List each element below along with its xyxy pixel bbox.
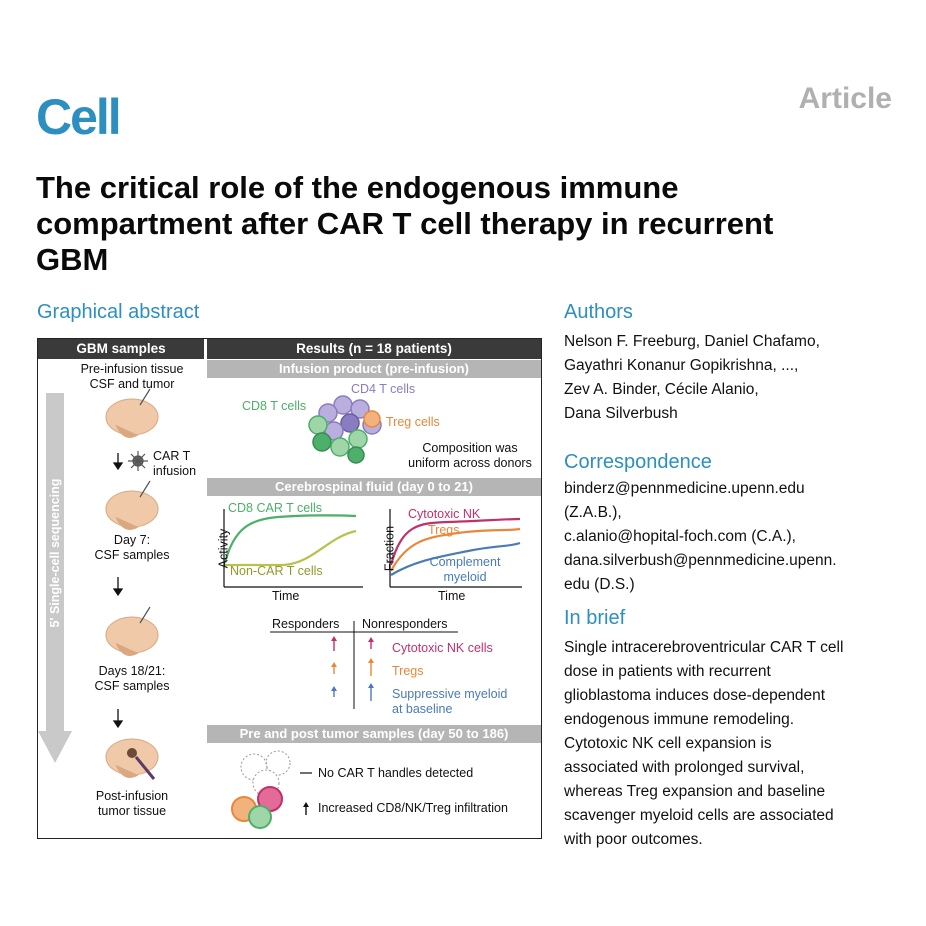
authors-line3: Zev A. Binder, Cécile Alanio,: [564, 381, 759, 398]
treg-curve: [390, 527, 521, 572]
pre-infusion-label: Pre-infusion tissue CSF and tumor: [62, 362, 202, 392]
article-type-label: Article: [798, 82, 892, 115]
tumor-samples-header: Pre and post tumor samples (day 50 to 18…: [207, 725, 541, 743]
nonresponders-header: Nonresponders: [362, 617, 448, 631]
journal-logo: Cell: [36, 89, 122, 145]
in-brief-line: whereas Treg expansion and baseline: [564, 783, 826, 800]
composition-note-line2: uniform across donors: [408, 456, 532, 470]
in-brief-line: glioblastoma induces dose-dependent: [564, 687, 826, 704]
authors-line4: Dana Silverbush: [564, 405, 678, 422]
authors-heading: Authors: [564, 301, 633, 323]
pre-infusion-line1: Pre-infusion tissue: [80, 362, 184, 376]
myeloid-line2: myeloid: [443, 570, 487, 584]
myeloid-row-line1: Suppressive myeloid: [392, 687, 508, 701]
car-t-infusion-label: CAR T infusion: [153, 449, 196, 479]
car-t-line2: infusion: [153, 464, 197, 478]
authors-list: Nelson F. Freeburg, Daniel Chafamo, Gaya…: [564, 330, 914, 426]
tumor-cell-cluster: [231, 750, 291, 829]
email-silverbush[interactable]: dana.silverbush@pennmedicine.upenn.: [564, 552, 837, 569]
fraction-axis-label: Fraction: [382, 525, 397, 572]
pre-infusion-line2: CSF and tumor: [89, 377, 175, 391]
correspondence-list: binderz@pennmedicine.upenn.edu (Z.A.B.),…: [564, 477, 914, 597]
treg-label: Treg cells: [386, 415, 440, 429]
activity-axis-label: Activity: [216, 528, 231, 569]
infusion-product-header: Infusion product (pre-infusion): [207, 360, 541, 378]
myeloid-curve: [390, 541, 521, 576]
day7-label: Day 7: CSF samples: [62, 533, 202, 563]
brain-icon-day18: [105, 606, 159, 656]
day18-line1: Days 18/21:: [98, 664, 166, 678]
myeloid-series-label: Complement myeloid: [418, 555, 512, 585]
day7-line1: Day 7:: [113, 533, 151, 547]
post-infusion-line1: Post-infusion: [95, 789, 169, 803]
cd8-car-series-label: CD8 CAR T cells: [228, 501, 323, 515]
authors-line2: Gayathri Konanur Gopikrishna, ...,: [564, 357, 799, 374]
myeloid-line1: Complement: [429, 555, 501, 569]
brain-icon-day7: [105, 480, 159, 530]
noncar-series-label: Non-CAR T cells: [230, 564, 323, 578]
correspondence-heading: Correspondence: [564, 451, 712, 473]
noncar-curve: [225, 529, 357, 567]
day18-line2: CSF samples: [94, 679, 170, 693]
no-car-handles-label: No CAR T handles detected: [318, 766, 474, 780]
gbm-samples-header: GBM samples: [38, 339, 204, 359]
post-infusion-label: Post-infusion tumor tissue: [62, 789, 202, 819]
in-brief-line: endogenous immune remodeling.: [564, 711, 795, 728]
email-alanio[interactable]: c.alanio@hopital-foch.com (C.A.),: [564, 528, 796, 545]
in-brief-line: Cytotoxic NK cell expansion is: [564, 735, 772, 752]
panel-graphics: [38, 388, 522, 829]
nk-row-label: Cytotoxic NK cells: [392, 641, 493, 655]
cd8-label: CD8 T cells: [242, 399, 307, 413]
correspondence-line5: edu (D.S.): [564, 576, 635, 593]
authors-line1: Nelson F. Freeburg, Daniel Chafamo,: [564, 333, 820, 350]
activity-time-label: Time: [272, 589, 300, 603]
myeloid-row-line2: at baseline: [392, 702, 453, 716]
fraction-plot: [389, 509, 522, 588]
article-title: The critical role of the endogenous immu…: [36, 170, 774, 277]
myeloid-row-label: Suppressive myeloid at baseline: [392, 687, 507, 717]
flow-arrows: [112, 453, 124, 729]
graphical-abstract-panel: GBM samples Results (n = 18 patients): [37, 338, 542, 839]
activity-plot: [223, 509, 363, 588]
day7-line2: CSF samples: [94, 548, 170, 562]
infusion-cell-cluster: [308, 395, 382, 464]
sequencing-arrow-head: [38, 731, 72, 763]
nk-series-label: Cytotoxic NK: [408, 507, 481, 521]
results-header: Results (n = 18 patients): [207, 339, 541, 359]
graphical-abstract-heading: Graphical abstract: [37, 301, 200, 323]
cd4-label: CD4 T cells: [351, 382, 416, 396]
fraction-time-label: Time: [438, 589, 466, 603]
day18-label: Days 18/21: CSF samples: [62, 664, 202, 694]
composition-note: Composition was uniform across donors: [400, 441, 540, 471]
treg-row-label: Tregs: [392, 664, 424, 678]
brain-icon-post: [105, 738, 159, 780]
car-t-cell-icon: [128, 451, 148, 471]
in-brief-line: associated with prolonged survival,: [564, 759, 805, 776]
cd8-car-curve: [223, 514, 357, 564]
responders-header: Responders: [272, 617, 340, 631]
in-brief-line: with poor outcomes.: [564, 831, 703, 848]
increased-infiltration-label: Increased CD8/NK/Treg infiltration: [318, 801, 508, 815]
in-brief-line: dose in patients with recurrent: [564, 663, 771, 680]
in-brief-line: Single intracerebroventricular CAR T cel…: [564, 639, 844, 656]
car-t-line1: CAR T: [153, 449, 191, 463]
in-brief-heading: In brief: [564, 607, 626, 629]
post-infusion-line2: tumor tissue: [97, 804, 167, 818]
email-binder[interactable]: binderz@pennmedicine.upenn.edu: [564, 480, 805, 497]
increased-arrow: [303, 802, 309, 815]
in-brief-text: Single intracerebroventricular CAR T cel…: [564, 636, 914, 852]
in-brief-line: scavenger myeloid cells are associated: [564, 807, 834, 824]
treg-series-label: Tregs: [428, 523, 460, 537]
correspondence-line2: (Z.A.B.),: [564, 504, 622, 521]
responder-table: [270, 621, 458, 709]
brain-icon-pre: [105, 388, 159, 438]
sequencing-arrow-shaft: [46, 393, 64, 733]
nk-curve: [389, 517, 521, 566]
csf-header: Cerebrospinal fluid (day 0 to 21): [207, 478, 541, 496]
composition-note-line1: Composition was: [422, 441, 518, 455]
